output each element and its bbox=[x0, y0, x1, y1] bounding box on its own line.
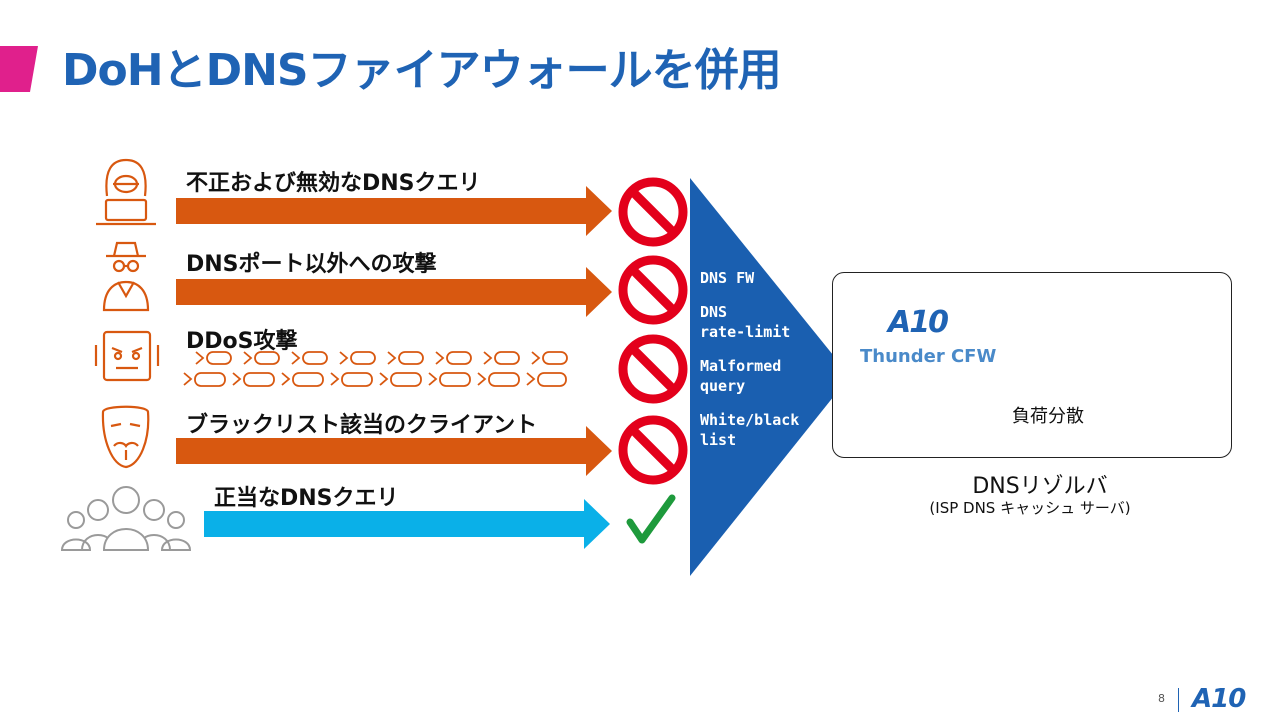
fw-function-dns-fw: DNS FW bbox=[700, 269, 755, 287]
flow-label-legitimate: 正当なDNSクエリ bbox=[214, 486, 399, 511]
dns-resolver-box bbox=[832, 272, 1232, 458]
fw-function-malformed: Malformed query bbox=[700, 357, 782, 395]
arrow-blacklisted-client bbox=[176, 426, 612, 476]
load-balance-label: 負荷分散 bbox=[1012, 406, 1084, 427]
robot-face-icon bbox=[94, 330, 160, 382]
user-group-icon bbox=[60, 486, 192, 551]
arrow-non-dns-port bbox=[176, 267, 612, 317]
hacker-laptop-icon bbox=[96, 158, 156, 226]
flow-label-ddos: DDoS攻撃 bbox=[186, 329, 298, 354]
a10-brand-logo: A10 bbox=[888, 305, 949, 340]
firewall-filter-shape bbox=[690, 178, 850, 576]
block-icon bbox=[618, 255, 688, 325]
page-title: DoHとDNSファイアウォールを併用 bbox=[62, 45, 782, 96]
fw-function-white-black-list: White/black list bbox=[700, 411, 800, 449]
page-number: 8 bbox=[1158, 692, 1165, 705]
flow-label-non-dns-port: DNSポート以外への攻撃 bbox=[186, 252, 437, 277]
arrow-invalid-query bbox=[176, 186, 612, 236]
spy-hat-icon bbox=[102, 241, 150, 312]
arrow-legitimate-query bbox=[204, 499, 610, 549]
block-icon bbox=[618, 334, 688, 404]
device-badge: A10 bbox=[867, 376, 889, 387]
flow-label-invalid-query: 不正および無効なDNSクエリ bbox=[186, 171, 481, 196]
flow-label-blacklist: ブラックリスト該当のクライアント bbox=[186, 413, 538, 438]
check-icon bbox=[626, 494, 676, 544]
fw-function-rate-limit: DNS rate-limit bbox=[700, 303, 791, 341]
resolver-subtitle: (ISP DNS キャッシュ サーバ) bbox=[929, 499, 1131, 517]
title-accent-bar bbox=[0, 46, 38, 92]
product-name: Thunder CFW bbox=[860, 346, 997, 367]
footer-a10-logo: A10 bbox=[1192, 684, 1246, 714]
block-icon bbox=[618, 415, 688, 485]
footer-divider bbox=[1178, 688, 1179, 712]
anonymous-mask-icon bbox=[101, 405, 150, 469]
ddos-packet-stream bbox=[183, 351, 568, 387]
resolver-name: DNSリゾルバ bbox=[972, 474, 1108, 499]
block-icon bbox=[618, 177, 688, 247]
